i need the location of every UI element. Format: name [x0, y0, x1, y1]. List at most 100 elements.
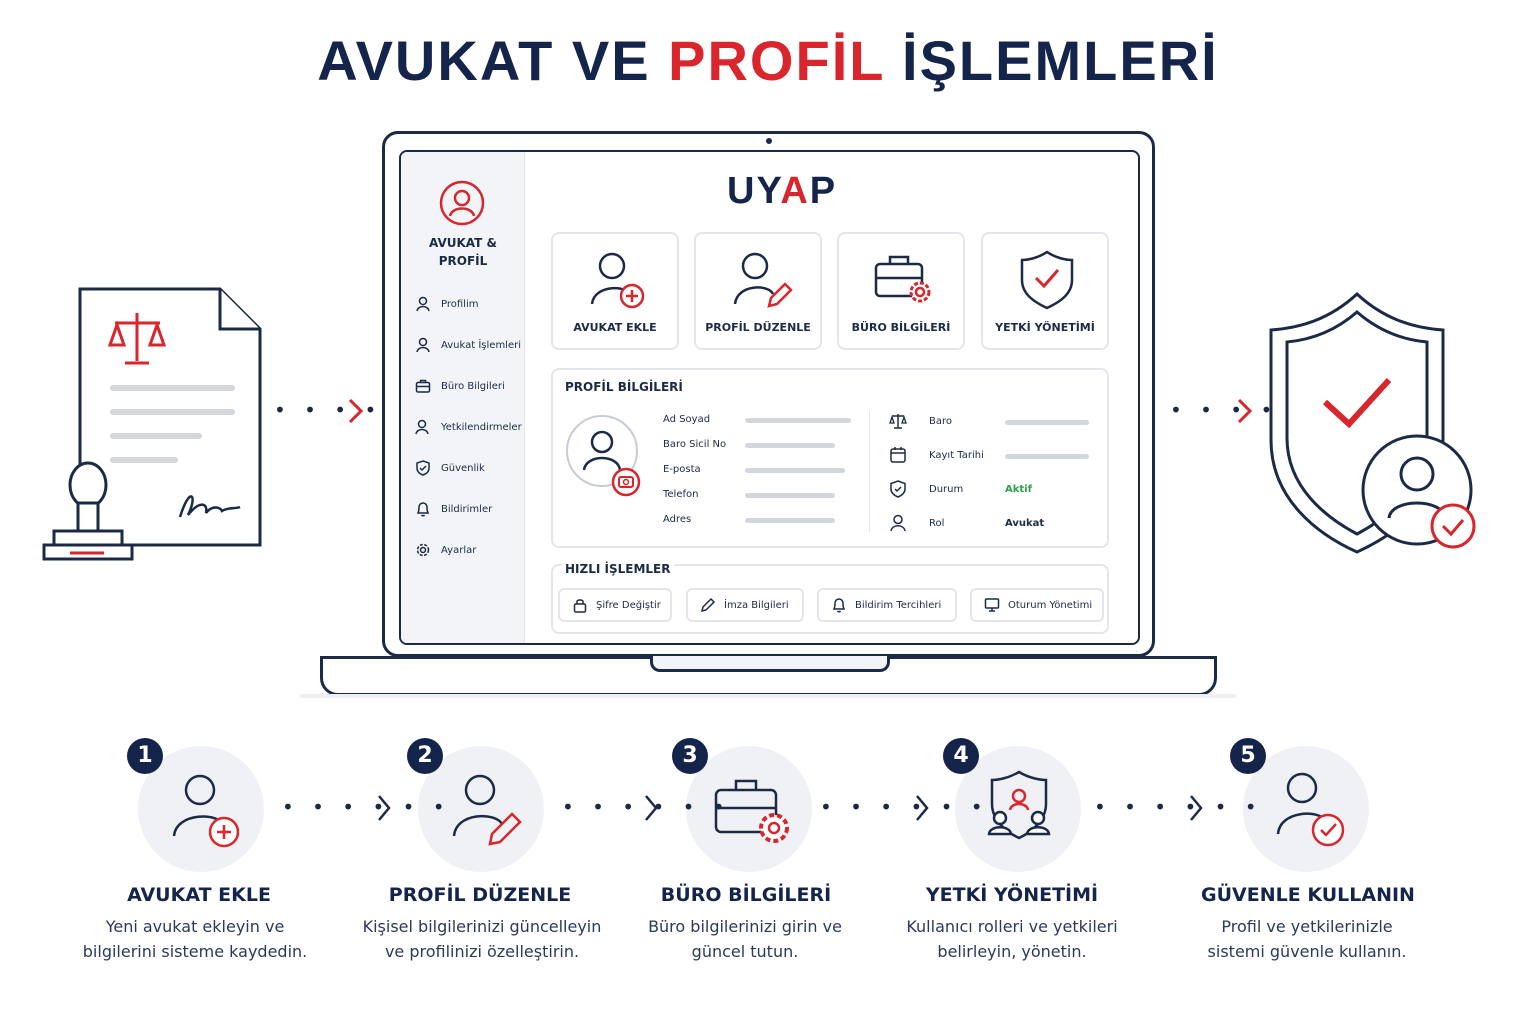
card-avukat-ekle[interactable]: AVUKAT EKLE — [551, 232, 679, 350]
camera-dot — [766, 138, 772, 144]
user-icon — [416, 337, 430, 353]
bildirim-tercihleri-button[interactable]: Bildirim Tercihleri — [817, 588, 957, 622]
user-key-icon — [415, 419, 429, 435]
avatar-upload-icon[interactable] — [565, 414, 647, 498]
legal-document-icon — [42, 287, 262, 561]
field-e-posta-value[interactable] — [745, 468, 845, 473]
field-baro: Baro — [929, 416, 952, 427]
briefcase-gear-icon — [714, 779, 789, 843]
step-5-title: GÜVENLE KULLANIN — [1201, 884, 1415, 906]
step-1-number: 1 — [127, 738, 163, 774]
field-kayit-tarihi-value[interactable] — [1005, 454, 1089, 459]
monitor-icon — [984, 598, 1000, 612]
field-ad-soyad: Ad Soyad — [663, 414, 711, 425]
sidebar-item-ayarlar[interactable]: Ayarlar — [415, 540, 476, 560]
app-window: AVUKAT & PROFİL Profilim Avukat İşlemler… — [399, 150, 1140, 645]
laptop-trackpad-notch — [650, 656, 890, 672]
oturum-yonetimi-button[interactable]: Oturum Yönetimi — [970, 588, 1104, 622]
field-baro-value[interactable] — [1005, 420, 1089, 425]
imza-bilgileri-button[interactable]: İmza Bilgileri — [686, 588, 804, 622]
step-2-title: PROFİL DÜZENLE — [388, 884, 572, 906]
user-check-icon — [1276, 772, 1345, 847]
field-adres: Adres — [663, 514, 692, 525]
sidebar-item-buro-bilgileri[interactable]: Büro Bilgileri — [415, 376, 505, 396]
step-5-number: 5 — [1230, 738, 1266, 774]
profile-panel: PROFİL BİLGİLERİ Ad Soyad Baro Sicil No … — [551, 368, 1109, 548]
quick-actions-panel: HIZLI İŞLEMLER Şifre Değiştir İmza Bilgi… — [551, 562, 1109, 634]
chevron-right-icon — [1190, 795, 1203, 821]
laptop-shadow — [300, 694, 1236, 698]
user-add-icon — [590, 252, 645, 309]
chevron-right-icon — [1237, 398, 1253, 424]
step-5-circle — [1243, 746, 1369, 872]
laptop-screen: AVUKAT & PROFİL Profilim Avukat İşlemler… — [382, 131, 1155, 657]
sidebar-item-bildirimler[interactable]: Bildirimler — [415, 499, 492, 519]
sifre-degistir-button[interactable]: Şifre Değiştir — [558, 588, 672, 622]
field-ad-soyad-value[interactable] — [745, 418, 851, 423]
field-rol-value: Avukat — [1005, 518, 1045, 529]
flow-dots: • • • • • • — [562, 795, 731, 819]
chevron-right-icon — [348, 398, 364, 424]
uyap-logo: UYAP — [727, 170, 838, 212]
user-circle-icon — [439, 180, 485, 226]
laptop-base — [320, 656, 1217, 696]
user-add-icon — [172, 774, 240, 848]
step-2-number: 2 — [407, 738, 443, 774]
field-baro-sicil-no: Baro Sicil No — [663, 439, 727, 450]
security-shield-icon — [1269, 291, 1476, 554]
field-rol: Rol — [929, 518, 945, 529]
chevron-right-icon — [916, 795, 929, 821]
step-4-circle — [955, 746, 1081, 872]
quick-actions-title: HIZLI İŞLEMLER — [561, 562, 675, 576]
card-yetki-yonetimi[interactable]: YETKİ YÖNETİMİ — [981, 232, 1109, 350]
step-1-title: AVUKAT EKLE — [127, 884, 271, 906]
step-3-title: BÜRO BİLGİLERİ — [660, 884, 832, 906]
sidebar-item-guvenlik[interactable]: Güvenlik — [415, 458, 485, 478]
card-buro-bilgileri[interactable]: BÜRO BİLGİLERİ — [837, 232, 965, 350]
panel-divider — [869, 410, 870, 532]
shield-check-icon — [1020, 250, 1074, 310]
bell-icon — [416, 502, 430, 517]
gear-icon — [416, 543, 430, 557]
step-4-number: 4 — [943, 738, 979, 774]
sidebar-item-avukat-islemleri[interactable]: Avukat İşlemleri — [415, 335, 521, 355]
field-durum: Durum — [929, 484, 964, 495]
step-3-number: 3 — [672, 738, 708, 774]
profile-panel-title: PROFİL BİLGİLERİ — [565, 380, 683, 394]
shield-users-icon — [987, 770, 1051, 840]
chevron-right-icon — [378, 795, 391, 821]
user-icon — [416, 296, 430, 312]
lock-icon — [573, 599, 587, 613]
field-adres-value[interactable] — [745, 518, 835, 523]
user-edit-icon — [733, 252, 793, 308]
shield-icon — [890, 480, 906, 498]
scales-icon — [889, 414, 907, 429]
calendar-icon — [890, 447, 906, 463]
flow-dots: • • • • • • — [1094, 795, 1263, 819]
field-baro-sicil-no-value[interactable] — [745, 443, 835, 448]
field-telefon: Telefon — [663, 489, 699, 500]
page-title: AVUKAT VE PROFİL İŞLEMLERİ — [317, 29, 1219, 92]
briefcase-gear-icon — [874, 255, 931, 303]
sidebar: AVUKAT & PROFİL Profilim Avukat İşlemler… — [401, 152, 525, 643]
sidebar-item-profilim[interactable]: Profilim — [415, 294, 478, 314]
user-icon — [890, 514, 906, 532]
briefcase-icon — [415, 379, 431, 393]
shield-check-icon — [416, 460, 430, 476]
chevron-right-icon — [645, 795, 658, 821]
field-telefon-value[interactable] — [745, 493, 835, 498]
sidebar-item-yetkilendirmeler[interactable]: Yetkilendirmeler — [415, 417, 522, 437]
step-4-title: YETKİ YÖNETİMİ — [925, 884, 1099, 906]
flow-dots: • • • • • • — [282, 795, 451, 819]
flow-dots: • • • • • • — [820, 795, 989, 819]
status-badge: Aktif — [1005, 484, 1032, 495]
user-edit-icon — [452, 774, 522, 846]
field-e-posta: E-posta — [663, 464, 701, 475]
field-kayit-tarihi: Kayıt Tarihi — [929, 450, 984, 461]
card-profil-duzenle[interactable]: PROFİL DÜZENLE — [694, 232, 822, 350]
sidebar-title: AVUKAT & PROFİL — [429, 236, 497, 268]
